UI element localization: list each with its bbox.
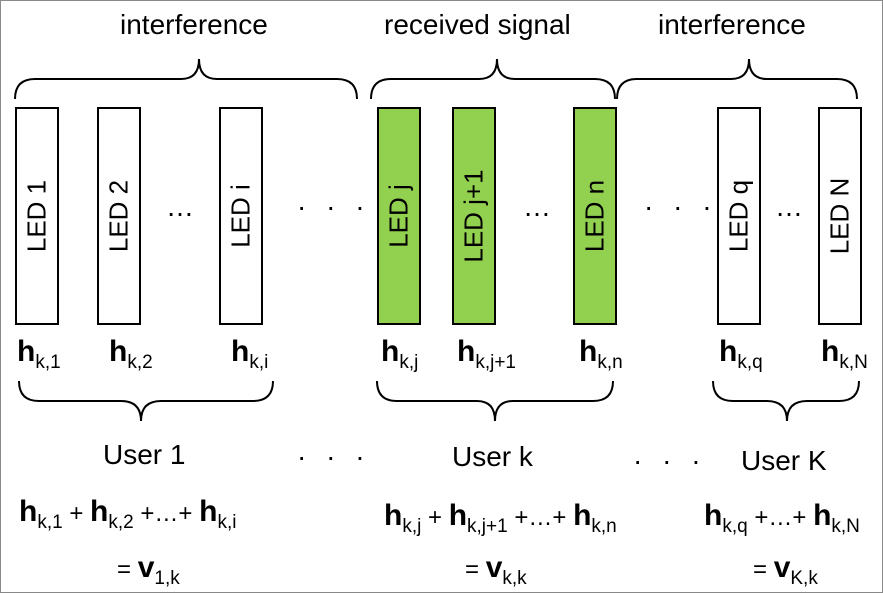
h-kN: hk,N: [821, 335, 868, 373]
led-1: LED 1: [15, 107, 59, 325]
ellipsis-between-groups-1: · · ·: [297, 191, 371, 222]
led-2: LED 2: [97, 107, 141, 325]
received-signal-label: received signal: [384, 9, 571, 40]
v-user-1: = v1,k: [117, 551, 180, 589]
ellipsis-led-group1: …: [166, 191, 200, 222]
h-k2: hk,2: [109, 335, 153, 373]
bottom-brace-userK: [712, 380, 860, 422]
bottom-brace-user1: [18, 380, 274, 422]
v-user-k: = vk,k: [465, 551, 527, 589]
h-ki: hk,i: [231, 335, 269, 373]
sum-user-1: hk,1 + hk,2 +…+ hk,i: [19, 495, 237, 533]
ellipsis-led-group3: …: [775, 191, 809, 222]
top-brace-interference-left: [14, 58, 358, 100]
ellipsis-users-2: · · ·: [633, 445, 707, 476]
h-kn: hk,n: [579, 335, 623, 373]
interference-left-label: interference: [120, 9, 268, 40]
led-j: LED j: [377, 107, 421, 325]
sum-user-K: hk,q +…+ hk,N: [704, 499, 860, 537]
led-N: LED N: [818, 107, 862, 325]
led-q: LED q: [717, 107, 761, 325]
top-brace-received: [370, 58, 616, 100]
top-brace-interference-right: [616, 58, 858, 100]
user-K-label: User K: [741, 445, 827, 476]
led-i: LED i: [219, 107, 263, 325]
h-kq: hk,q: [719, 335, 763, 373]
interference-right-label: interference: [658, 9, 806, 40]
h-k1: hk,1: [17, 335, 61, 373]
sum-user-k: hk,j + hk,j+1 +…+ hk,n: [384, 499, 617, 537]
bottom-brace-userk: [376, 380, 614, 422]
h-kj: hk,j: [381, 335, 419, 373]
user-k-label: User k: [452, 441, 533, 472]
user-1-label: User 1: [103, 439, 186, 470]
led-j-plus-1: LED j+1: [452, 107, 496, 325]
ellipsis-users-1: · · ·: [297, 441, 371, 472]
ellipsis-between-groups-2: · · ·: [644, 191, 718, 222]
led-n: LED n: [573, 107, 617, 325]
h-kj1: hk,j+1: [457, 335, 516, 373]
v-user-K: = vK,k: [753, 551, 818, 589]
ellipsis-led-group2: …: [523, 191, 557, 222]
